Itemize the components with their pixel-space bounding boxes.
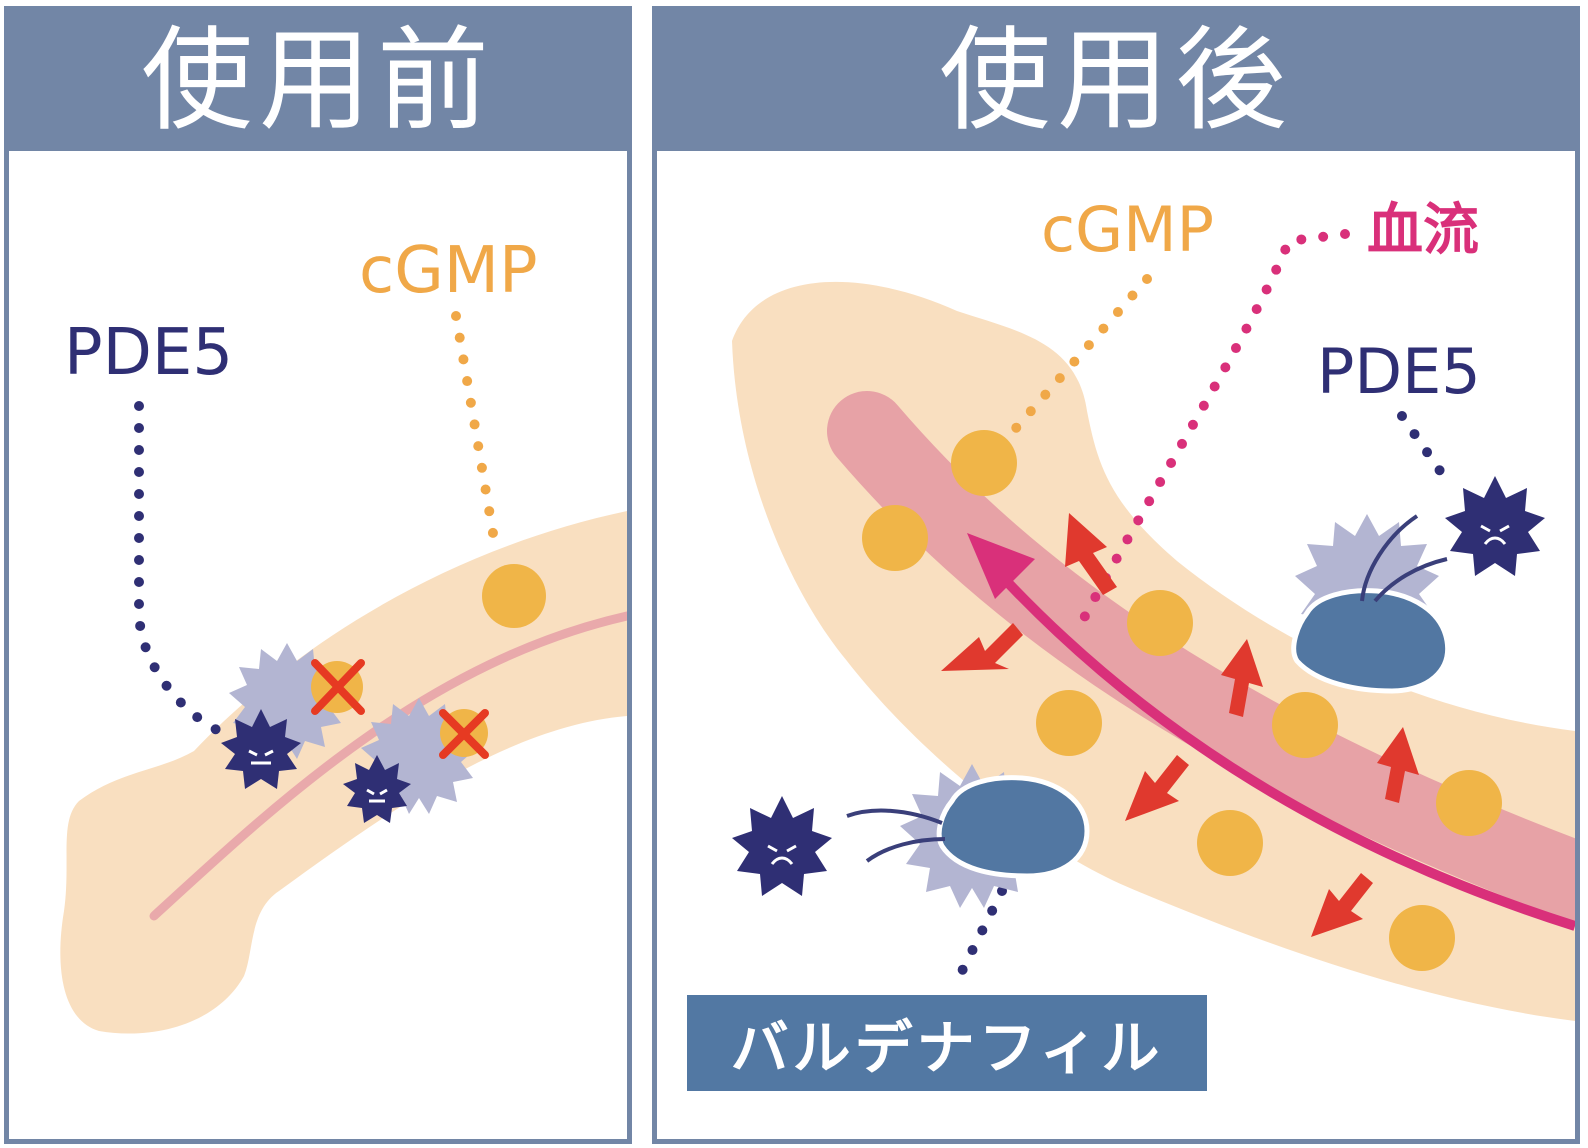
pde5-enzyme-icon bbox=[732, 796, 832, 896]
after-illustration bbox=[732, 229, 1575, 1022]
blood-flow-arrowhead bbox=[967, 533, 1035, 599]
pde5-label: PDE5 bbox=[64, 316, 234, 390]
drug-block-icon bbox=[936, 775, 1090, 879]
blood-flow-label: 血流 bbox=[1367, 198, 1479, 263]
cgmp-molecules bbox=[862, 430, 1502, 971]
pde5-leader bbox=[1397, 411, 1452, 486]
before-panel: 使用前 bbox=[4, 6, 632, 1144]
after-panel: 使用後 bbox=[652, 6, 1580, 1144]
diffusion-arrows bbox=[941, 513, 1419, 937]
pde5-label: PDE5 bbox=[1317, 335, 1481, 408]
pde5-leader bbox=[134, 401, 224, 736]
pde5-enzyme-icon bbox=[1445, 476, 1545, 576]
red-x-icon bbox=[311, 659, 365, 715]
pde5-enzyme-icon bbox=[221, 709, 301, 789]
drug-block-icon bbox=[1291, 588, 1451, 694]
red-x-icon bbox=[439, 709, 489, 759]
before-header: 使用前 bbox=[9, 11, 627, 156]
pde5-leader-2 bbox=[957, 886, 1007, 976]
cgmp-molecule bbox=[482, 564, 546, 628]
vessel-band bbox=[827, 391, 1575, 921]
cgmp-label: cGMP bbox=[1041, 193, 1215, 266]
blood-flow-leader bbox=[1072, 229, 1350, 636]
cgmp-leader bbox=[451, 311, 501, 556]
vessel-line bbox=[149, 611, 627, 921]
before-title: 使用前 bbox=[141, 16, 495, 146]
blood-flow-arrow bbox=[993, 567, 1575, 931]
cgmp-label: cGMP bbox=[359, 234, 538, 308]
release-lines bbox=[1360, 514, 1448, 603]
cgmp-leader bbox=[982, 274, 1152, 466]
drug-name-box: バルデナフィル bbox=[687, 995, 1207, 1091]
release-lines bbox=[846, 808, 946, 863]
tissue-shape bbox=[60, 511, 627, 1034]
after-header: 使用後 bbox=[657, 11, 1575, 156]
before-illustration bbox=[60, 311, 627, 1034]
after-title: 使用後 bbox=[939, 16, 1293, 146]
drug-name-label: バルデナフィル bbox=[730, 1014, 1164, 1082]
pde5-enzyme-icon bbox=[343, 755, 411, 823]
